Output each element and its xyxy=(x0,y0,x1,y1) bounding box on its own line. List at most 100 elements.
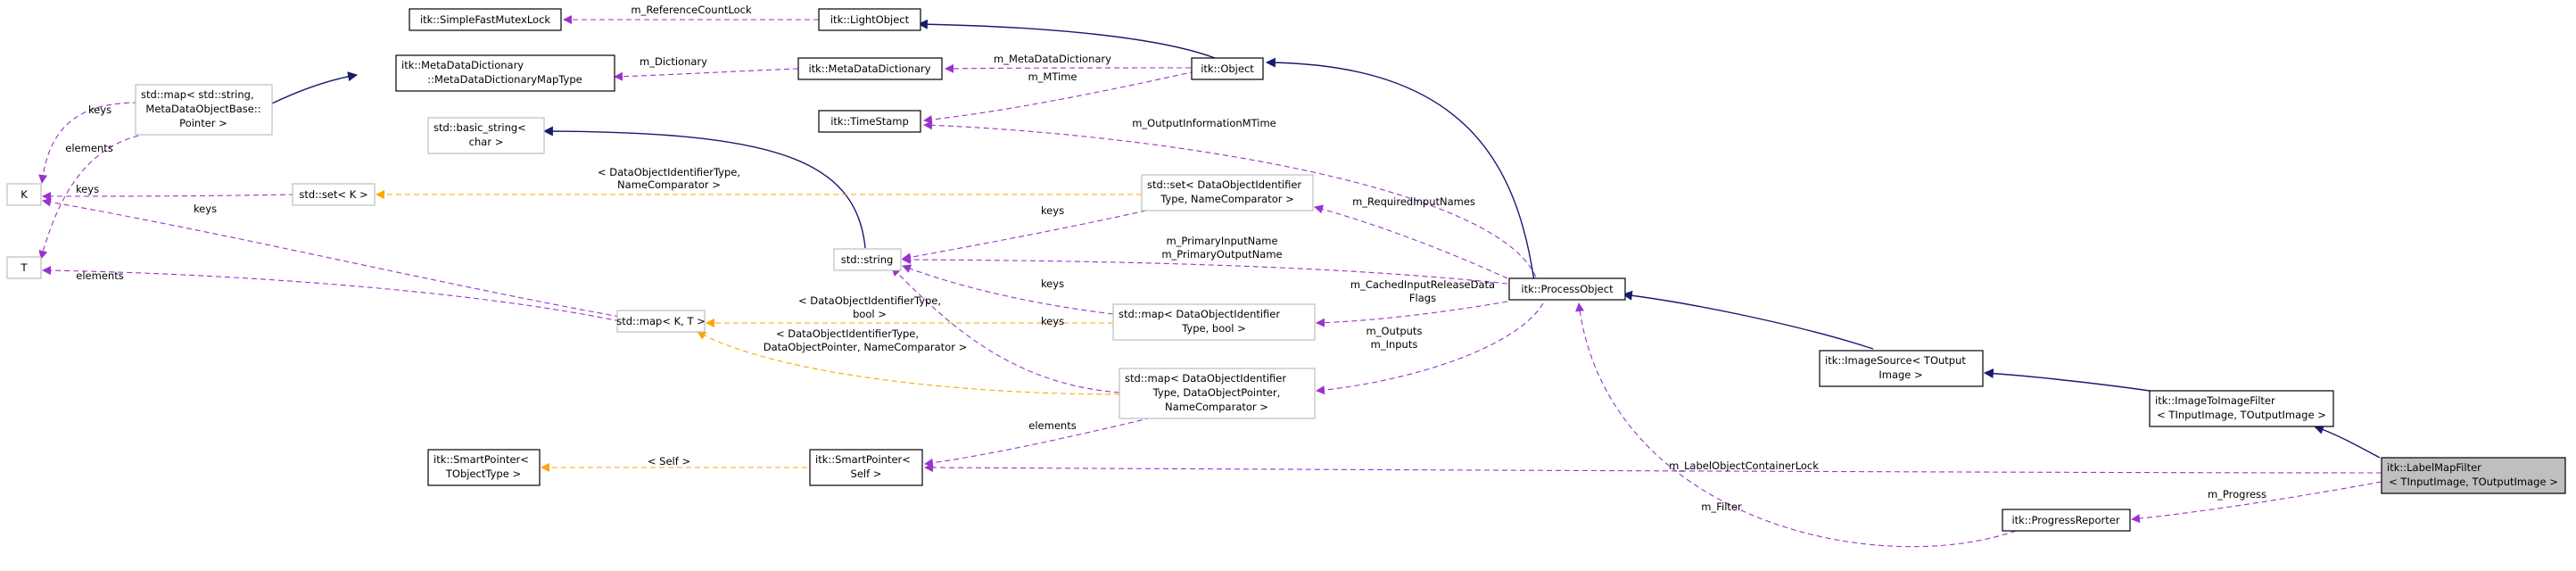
edge-cached-input-release xyxy=(1316,301,1508,327)
node-t[interactable]: T xyxy=(6,256,42,279)
label-elements-3: elements xyxy=(1028,419,1076,432)
node-label-1: std::map< DataObjectIdentifier xyxy=(1119,308,1280,320)
edge-t-elements-mapmetadata xyxy=(38,133,148,260)
edge-basicstring-to-string xyxy=(542,126,866,249)
label-map-ptr-template-2: DataObjectPointer, NameComparator > xyxy=(764,341,967,353)
node-std-map-kt[interactable]: std::map< K, T > xyxy=(616,310,706,333)
edge-outputs-inputs xyxy=(1316,302,1544,395)
label-mtime: m_MTime xyxy=(1028,70,1077,83)
node-k[interactable]: K xyxy=(6,183,42,206)
node-meta-data-dictionary[interactable]: itk::MetaDataDictionary xyxy=(797,57,943,80)
node-label-1: itk::SmartPointer< xyxy=(433,453,529,466)
node-label: itk::TimeStamp xyxy=(830,115,909,128)
node-label-map-filter[interactable]: itk::LabelMapFilter < TInputImage, TOutp… xyxy=(2381,457,2566,494)
node-progress-reporter[interactable]: itk::ProgressReporter xyxy=(2002,509,2131,532)
node-std-set-k[interactable]: std::set< K > xyxy=(292,183,376,206)
node-label-2: < TInputImage, TOutputImage > xyxy=(2157,409,2326,421)
node-basic-string[interactable]: std::basic_string< char > xyxy=(427,117,545,154)
node-process-object[interactable]: itk::ProcessObject xyxy=(1508,277,1626,301)
node-label-1: itk::ImageSource< TOutput xyxy=(1825,354,1966,367)
edge-dictionary xyxy=(614,68,799,81)
label-inputs: m_Inputs xyxy=(1371,338,1418,351)
label-primary-input-name: m_PrimaryInputName xyxy=(1166,235,1277,247)
node-std-map-metadata[interactable]: std::map< std::string, MetaDataObjectBas… xyxy=(135,84,273,136)
node-label-2: Type, NameComparator > xyxy=(1160,193,1294,205)
node-label: itk::ProcessObject xyxy=(1521,283,1614,295)
label-cached-input-release-1: m_CachedInputReleaseData xyxy=(1350,278,1495,291)
edge-k-keys-mapmetadata xyxy=(38,102,139,184)
node-label-1: std::map< DataObjectIdentifier xyxy=(1125,372,1286,385)
label-keys-5: keys xyxy=(1041,277,1064,290)
label-meta-data-dictionary: m_MetaDataDictionary xyxy=(994,53,1111,65)
node-label: itk::LightObject xyxy=(830,13,910,26)
label-keys-6: keys xyxy=(1041,315,1064,327)
edge-primary-input-output-name xyxy=(902,255,1508,285)
node-label-1: itk::ImageToImageFilter xyxy=(2155,394,2275,407)
node-label: itk::SimpleFastMutexLock xyxy=(420,13,550,26)
label-elements-1: elements xyxy=(65,142,112,154)
label-keys-3: keys xyxy=(194,203,217,215)
node-label-3: NameComparator > xyxy=(1165,401,1268,413)
edge-labels: m_ReferenceCountLock m_Dictionary m_Meta… xyxy=(65,4,2266,513)
label-label-object-container-lock: m_LabelObjectContainerLock xyxy=(1669,459,1819,472)
node-label: itk::MetaDataDictionary xyxy=(808,62,930,75)
node-label-2: TObjectType > xyxy=(445,468,521,480)
node-label-1: std::set< DataObjectIdentifier xyxy=(1147,178,1301,191)
node-std-map-doi-ptr[interactable]: std::map< DataObjectIdentifier Type, Dat… xyxy=(1119,368,1316,419)
label-outputs: m_Outputs xyxy=(1366,325,1423,337)
edge-label-object-container-lock xyxy=(924,463,2382,474)
node-label-1: itk::LabelMapFilter xyxy=(2387,461,2481,474)
node-object[interactable]: itk::Object xyxy=(1191,57,1264,80)
label-keys-2: keys xyxy=(76,183,99,195)
label-map-bool-template-2: bool > xyxy=(853,308,887,320)
node-label-1: std::map< std::string, xyxy=(141,88,254,101)
node-label-1: itk::SmartPointer< xyxy=(815,453,911,466)
edge-metadatadictionary xyxy=(945,63,1192,73)
node-label-2: MetaDataObjectBase:: xyxy=(145,103,260,115)
edge-required-input-names xyxy=(1314,204,1508,279)
edge-string-keys-setdoi xyxy=(902,210,1147,262)
edge-output-information-mtime xyxy=(923,120,1540,286)
node-image-source[interactable]: itk::ImageSource< TOutput Image > xyxy=(1819,350,1984,387)
node-smart-pointer-self[interactable]: itk::SmartPointer< Self > xyxy=(809,449,923,486)
node-label-2: Image > xyxy=(1878,368,1922,381)
node-label: std::set< K > xyxy=(299,188,367,201)
node-label-1: itk::MetaDataDictionary xyxy=(401,59,524,71)
node-label: K xyxy=(21,188,28,201)
node-std-set-doi[interactable]: std::set< DataObjectIdentifier Type, Nam… xyxy=(1141,174,1314,211)
label-progress: m_Progress xyxy=(2208,488,2266,501)
node-label-2: ::MetaDataDictionaryMapType xyxy=(427,73,582,86)
label-required-input-names: m_RequiredInputNames xyxy=(1352,195,1475,208)
edge-smartpointer-elements xyxy=(924,415,1160,468)
label-keys-1: keys xyxy=(88,103,111,116)
label-map-ptr-template-1: < DataObjectIdentifierType, xyxy=(776,327,919,340)
node-simple-fast-mutex-lock[interactable]: itk::SimpleFastMutexLock xyxy=(409,8,562,31)
edge-t-elements-mapkt xyxy=(42,266,621,322)
node-time-stamp[interactable]: itk::TimeStamp xyxy=(818,110,921,133)
node-label-2: char > xyxy=(469,136,504,148)
label-output-information-mtime: m_OutputInformationMTime xyxy=(1132,117,1276,129)
node-label-2: < TInputImage, TOutputImage > xyxy=(2389,476,2558,488)
node-smart-pointer-tobject[interactable]: itk::SmartPointer< TObjectType > xyxy=(427,449,541,486)
edge-mapmetadata-to-metadatamaptype xyxy=(271,71,359,104)
node-label-2: Self > xyxy=(851,468,882,480)
label-dictionary: m_Dictionary xyxy=(640,55,707,68)
label-reference-count-lock: m_ReferenceCountLock xyxy=(631,4,752,16)
node-label: std::map< K, T > xyxy=(616,315,706,327)
edge-labelmapfilter-to-imagetoimage xyxy=(2313,425,2381,459)
node-std-string[interactable]: std::string xyxy=(833,248,902,271)
edge-progress xyxy=(2131,481,2382,524)
edge-mtime xyxy=(923,70,1196,125)
node-std-map-doi-bool[interactable]: std::map< DataObjectIdentifier Type, boo… xyxy=(1112,303,1316,341)
node-meta-data-dictionary-map-type[interactable]: itk::MetaDataDictionary ::MetaDataDictio… xyxy=(395,54,615,92)
label-self-template: < Self > xyxy=(648,455,690,468)
label-map-bool-template-1: < DataObjectIdentifierType, xyxy=(798,294,941,307)
edge-lightobject-to-object xyxy=(917,19,1216,59)
edges xyxy=(38,15,2382,548)
node-image-to-image-filter[interactable]: itk::ImageToImageFilter < TInputImage, T… xyxy=(2149,390,2334,427)
node-light-object[interactable]: itk::LightObject xyxy=(818,8,921,31)
node-label: itk::Object xyxy=(1201,62,1254,75)
node-label: itk::ProgressReporter xyxy=(2011,514,2119,526)
label-filter: m_Filter xyxy=(1701,501,1742,513)
